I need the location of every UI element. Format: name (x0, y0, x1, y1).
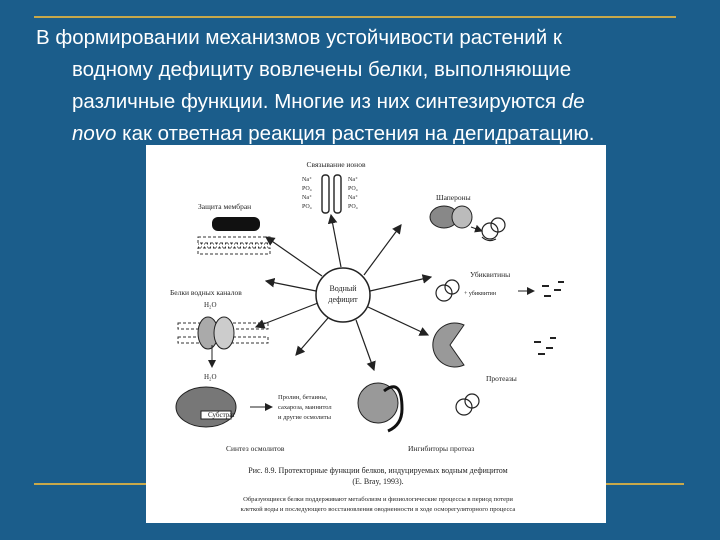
protease-icon (432, 322, 465, 368)
title-line-1: В формировании механизмов устойчивости р… (36, 26, 562, 49)
ion-left-1: Na⁺ (302, 176, 312, 183)
caption-note-1: Образующиеся белки поддерживают метаболи… (243, 496, 513, 503)
ion-left-4: PO₄ (302, 204, 312, 210)
ion-binding-label: Связывание ионов (307, 160, 366, 169)
arrow-protease (367, 306, 430, 336)
figure-svg: Водный дефицит Связывание ионов Na⁺ PO₄ … (170, 160, 564, 513)
arrow-membrane-2 (264, 277, 317, 292)
chaperone-arrow (470, 224, 483, 233)
water-channel-label: Белки водных каналов (170, 288, 242, 297)
title-line-2: водному дефициту вовлечены белки, выполн… (72, 58, 572, 81)
caption-line-2: (E. Bray, 1993). (352, 477, 403, 486)
arrow-inhibitor (355, 319, 376, 372)
radiating-arrows (254, 213, 433, 372)
arrow-membrane (265, 236, 323, 277)
protein-function-figure: Водный дефицит Связывание ионов Na⁺ PO₄ … (146, 145, 606, 523)
protective-protein (212, 217, 260, 231)
ion-list-left: Na⁺ PO₄ Na⁺ PO₄ (302, 176, 312, 210)
folded-protein-icon-1 (481, 217, 506, 242)
arrow-chaperone (363, 224, 402, 276)
title-line-3: различные функции. Многие из них синтези… (36, 86, 696, 118)
osmolyte-synthesis-label: Синтез осмолитов (226, 444, 285, 453)
osmolyte-list: Пролин, бетаины, сахароза, маннитол и др… (278, 394, 332, 421)
enzyme-substrate-icon (175, 386, 237, 428)
peptide-fragments-2 (534, 337, 556, 355)
peptide-fragments-1 (542, 281, 564, 297)
osmolyte-line-2: сахароза, маннитол (278, 404, 332, 411)
title-line-4: novo как ответная реакция растения на де… (36, 118, 696, 150)
ion-right-2: PO₄ (348, 186, 358, 192)
ion-right-1: Na⁺ (348, 176, 358, 183)
h2o-top: H₂O (204, 301, 217, 309)
top-decorative-line (34, 16, 676, 18)
title-line-4-text: как ответная реакция растения на дегидра… (116, 122, 595, 145)
arrow-channel (254, 302, 319, 329)
ion-channel-left (321, 174, 330, 214)
arrow-ion-binding (327, 213, 342, 268)
title-italic-de: de (561, 90, 585, 113)
ion-left-2: PO₄ (302, 186, 312, 192)
osmolyte-line-3: и другие осмолиты (278, 414, 332, 421)
ubiquitin-sub-label: + убиквитин (464, 290, 497, 297)
water-deficit-node (315, 267, 371, 323)
ubiquitins-label: Убиквитины (470, 270, 510, 279)
slide-title: В формировании механизмов устойчивости р… (36, 22, 696, 150)
arrow-osmolyte (295, 317, 329, 356)
title-line-3-text: различные функции. Многие из них синтези… (72, 90, 557, 113)
ion-right-3: Na⁺ (348, 194, 358, 201)
osmolyte-line-1: Пролин, бетаины, (278, 394, 328, 401)
center-label-2: дефицит (328, 295, 358, 304)
caption-line-1: Рис. 8.9. Протекторные функции белков, и… (248, 466, 507, 475)
chaperone-icon (429, 205, 473, 229)
folded-protein-icon-2 (435, 279, 460, 302)
water-channel-membrane (177, 316, 269, 350)
inhibitors-label: Ингибиторы протеаз (408, 444, 474, 453)
membrane-protection-label: Защита мембран (198, 202, 251, 211)
ion-list-right: Na⁺ PO₄ Na⁺ PO₄ (348, 176, 358, 210)
chaperones-label: Шапероны (436, 193, 471, 202)
title-italic-novo: novo (72, 122, 117, 145)
folded-protein-icon-3 (455, 393, 480, 416)
membrane-bilayer (197, 236, 271, 255)
h2o-bottom: H₂O (204, 373, 217, 381)
caption-note-2: клеткой воды и последующего восстановлен… (241, 506, 516, 513)
arrow-ubiquitin (369, 274, 433, 292)
ion-right-4: PO₄ (348, 204, 358, 210)
inhibitor-icon (357, 382, 404, 433)
ion-channel-right (333, 174, 342, 214)
substrate-label: Субстрат (208, 411, 235, 419)
proteases-label: Протеазы (486, 374, 517, 383)
ion-left-3: Na⁺ (302, 194, 312, 201)
center-label-1: Водный (329, 284, 357, 293)
